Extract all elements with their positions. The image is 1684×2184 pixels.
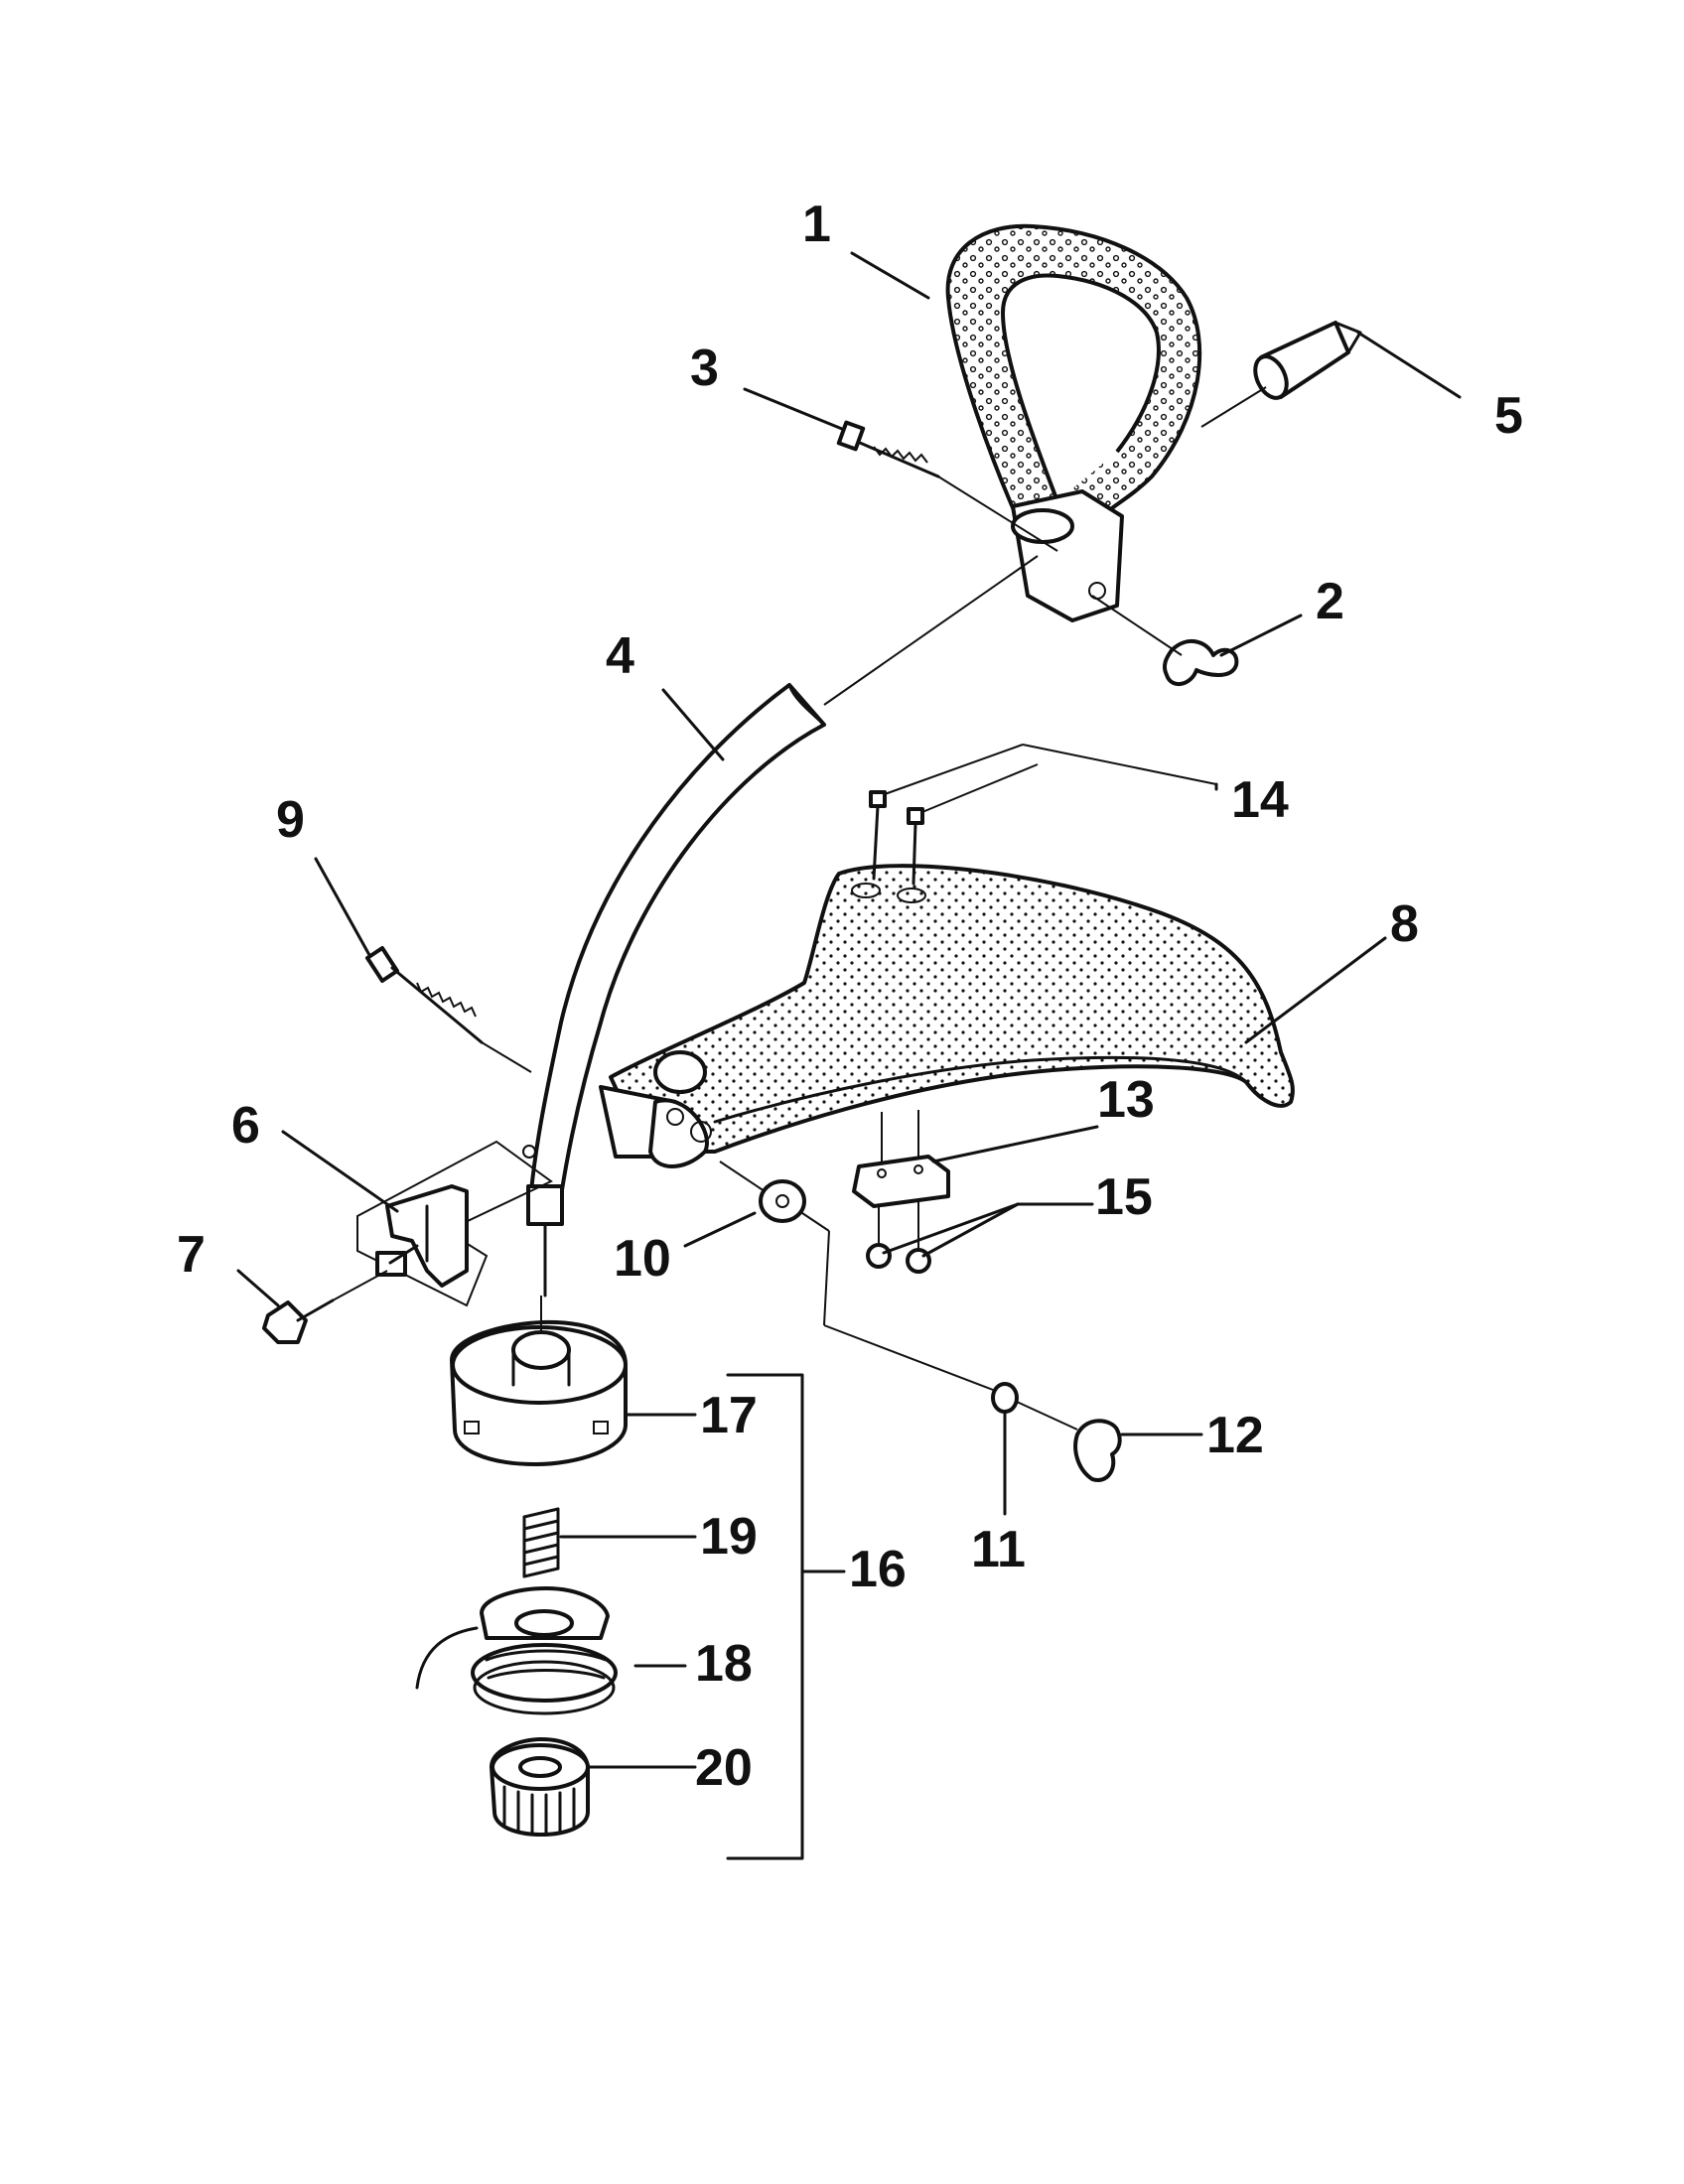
clamp-bolt-part: [262, 1270, 388, 1344]
guard-bolt-part: [365, 946, 532, 1073]
callout-4: 4: [606, 627, 634, 685]
callout-3: 3: [690, 340, 719, 397]
bump-knob-part: [490, 1737, 590, 1837]
callout-7: 7: [177, 1226, 206, 1284]
callout-11: 11: [971, 1521, 1026, 1578]
callout-9: 9: [276, 791, 305, 849]
callout-16: 16: [849, 1541, 907, 1598]
callout-14: 14: [1231, 771, 1289, 829]
callout-19: 19: [700, 1508, 758, 1566]
spring-part: [522, 1507, 560, 1578]
handle-bolt-part: [836, 420, 1058, 552]
clamp-bracket-part: [356, 1140, 553, 1307]
handle-part: [945, 223, 1202, 622]
callout-2: 2: [1316, 573, 1344, 630]
guard-screws-part: [869, 744, 1217, 886]
shaft-part: [522, 555, 1039, 1297]
handle-sleeve-part: [1200, 321, 1362, 428]
callout-20: 20: [695, 1739, 753, 1797]
spool-part: [415, 1586, 687, 1715]
washer-part: [719, 1160, 994, 1391]
callout-8: 8: [1390, 895, 1419, 953]
leader-lines: [236, 251, 1462, 1769]
guard-part: [599, 864, 1295, 1168]
callout-1: 1: [802, 196, 831, 253]
assembly-bracket: [726, 1373, 846, 1860]
mounting-block-part: [852, 1110, 950, 1208]
callout-12: 12: [1206, 1407, 1264, 1464]
callout-6: 6: [231, 1097, 260, 1155]
callout-10: 10: [614, 1230, 671, 1288]
guard-wing-nut-part: [1073, 1419, 1122, 1482]
callout-18: 18: [695, 1635, 753, 1693]
wing-nut-part: [1091, 595, 1239, 686]
nuts-part: [866, 1201, 931, 1274]
callout-15: 15: [1095, 1168, 1153, 1226]
callout-5: 5: [1494, 387, 1523, 445]
callout-13: 13: [1097, 1071, 1155, 1129]
callout-17: 17: [700, 1387, 758, 1444]
spool-housing-part: [450, 1296, 628, 1466]
